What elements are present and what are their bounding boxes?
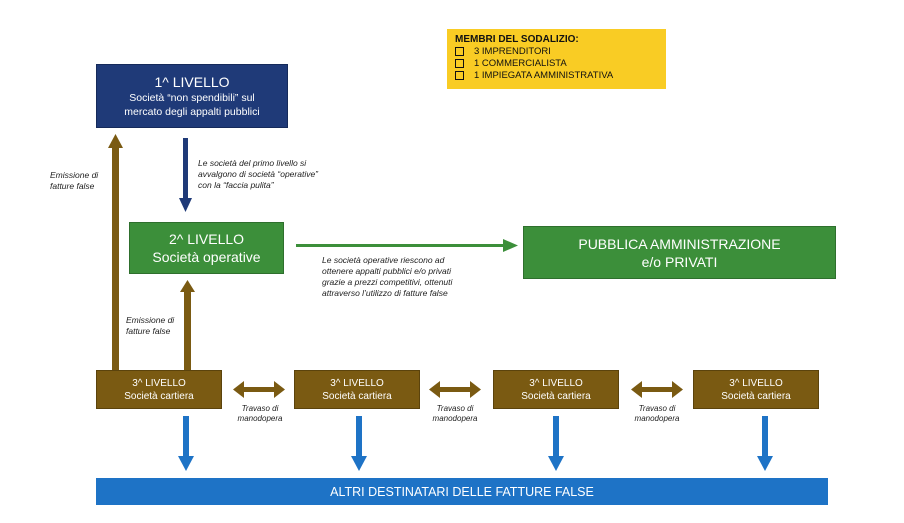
note-travaso: Travaso di manodopera	[432, 404, 478, 423]
down-arrow-to-bottom	[757, 416, 773, 471]
level2-subtitle: Società operative	[152, 249, 261, 265]
down-arrow-to-bottom	[548, 416, 564, 471]
level3-title: 3^ LIVELLO	[729, 377, 783, 389]
checkbox-icon	[455, 58, 464, 68]
level3-title: 3^ LIVELLO	[529, 377, 583, 389]
level2-title: 2^ LIVELLO	[168, 231, 245, 247]
down-arrow-to-level2	[179, 138, 192, 212]
level3-box: 3^ LIVELLO Società cartiera	[96, 370, 222, 409]
members-item: 1 COMMERCIALISTA	[455, 58, 567, 70]
other-recipients-bar: ALTRI DESTINATARI DELLE FATTURE FALSE	[96, 478, 828, 505]
level1-box: 1^ LIVELLO Società “non spendibili” sul …	[96, 64, 288, 128]
double-arrow	[429, 381, 481, 398]
level3-box: 3^ LIVELLO Società cartiera	[693, 370, 819, 409]
down-arrow-to-bottom	[178, 416, 194, 471]
checkbox-icon	[455, 70, 464, 80]
note-level1-to-level2: Le società del primo livello si avvalgon…	[198, 158, 319, 190]
level3-title: 3^ LIVELLO	[132, 377, 186, 389]
note-emissione-mid: Emissione di fatture false	[126, 315, 175, 336]
right-arrow-to-pa	[296, 239, 518, 252]
checkbox-icon	[455, 46, 464, 56]
double-arrow	[233, 381, 285, 398]
level3-subtitle: Società cartiera	[721, 390, 791, 402]
members-item: 3 IMPRENDITORI	[455, 46, 551, 58]
up-arrow-to-level1	[108, 134, 123, 370]
pa-line1: PUBBLICA AMMINISTRAZIONE	[578, 235, 781, 252]
double-arrow	[631, 381, 683, 398]
members-item: 1 IMPIEGATA AMMINISTRATIVA	[455, 70, 613, 82]
members-box: MEMBRI DEL SODALIZIO: 3 IMPRENDITORI 1 C…	[447, 29, 666, 89]
note-travaso: Travaso di manodopera	[237, 404, 283, 423]
note-travaso: Travaso di manodopera	[634, 404, 680, 423]
note-emissione-top: Emissione di fatture false	[50, 170, 99, 191]
level2-box: 2^ LIVELLO Società operative	[129, 222, 284, 274]
down-arrow-to-bottom	[351, 416, 367, 471]
level3-subtitle: Società cartiera	[322, 390, 392, 402]
level1-title: 1^ LIVELLO	[154, 73, 230, 90]
level1-line1: Società “non spendibili” sul	[129, 91, 255, 104]
note-level2-to-pa: Le società operative riescono ad ottener…	[322, 255, 453, 298]
up-arrow-to-level2	[180, 280, 195, 370]
level1-line2: mercato degli appalti pubblici	[124, 105, 260, 118]
level3-box: 3^ LIVELLO Società cartiera	[294, 370, 420, 409]
pa-line2: e/o PRIVATI	[641, 253, 718, 270]
level3-box: 3^ LIVELLO Società cartiera	[493, 370, 619, 409]
members-title: MEMBRI DEL SODALIZIO:	[455, 34, 579, 45]
level3-subtitle: Società cartiera	[124, 390, 194, 402]
level3-subtitle: Società cartiera	[521, 390, 591, 402]
pa-box: PUBBLICA AMMINISTRAZIONE e/o PRIVATI	[523, 226, 836, 279]
level3-title: 3^ LIVELLO	[330, 377, 384, 389]
other-recipients-label: ALTRI DESTINATARI DELLE FATTURE FALSE	[330, 484, 594, 499]
